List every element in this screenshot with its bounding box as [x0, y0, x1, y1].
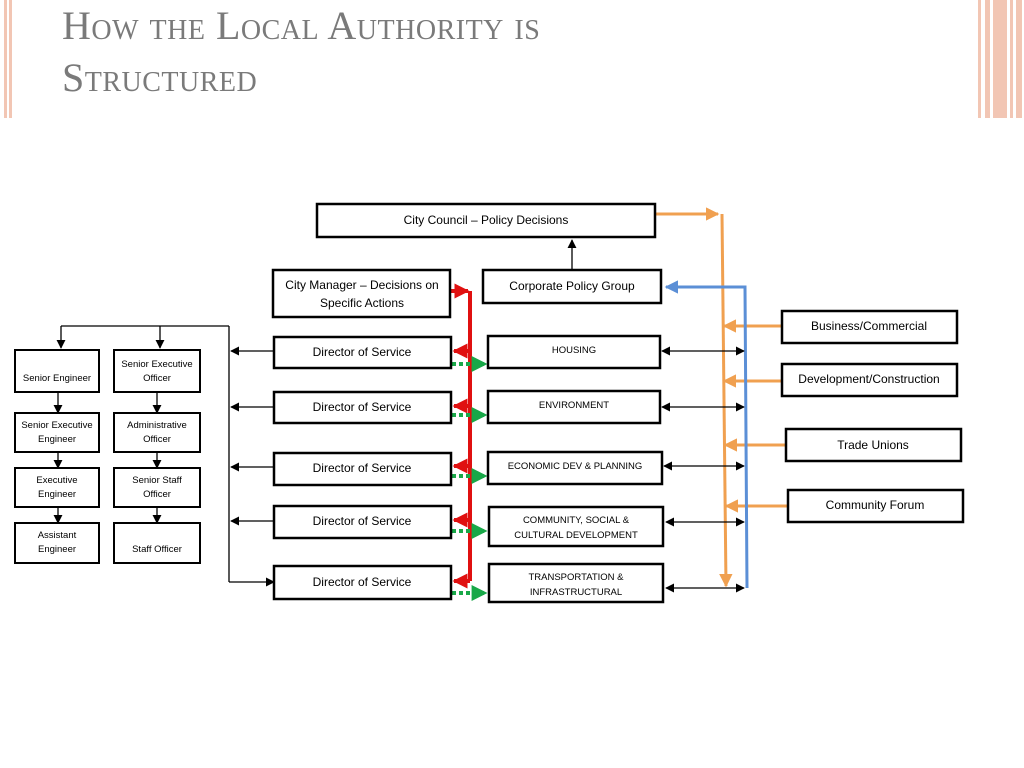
- spc-box-housing: HOUSING: [486, 334, 662, 370]
- spc-label: COMMUNITY, SOCIAL &: [523, 515, 630, 526]
- director-of-service-label: Director of Service: [313, 345, 412, 359]
- staff-label: Senior Staff: [132, 475, 182, 486]
- corporate-policy-group-box: Corporate Policy Group: [481, 268, 663, 305]
- spc-label: INFRASTRUCTURAL: [530, 587, 622, 598]
- stakeholder-box: Trade Unions: [784, 427, 963, 463]
- slide-title: How the Local Authority is Structured: [62, 0, 540, 104]
- header-stripe-right: [1016, 0, 1022, 118]
- stakeholder-label: Trade Unions: [837, 438, 909, 452]
- corporate-policy-group-label: Corporate Policy Group: [509, 279, 635, 293]
- director-of-service-label: Director of Service: [313, 575, 412, 589]
- staff-label: Senior Engineer: [23, 373, 91, 384]
- spc-box-economic-dev: ECONOMIC DEV & PLANNING: [486, 450, 664, 486]
- director-of-service-box: Director of Service: [272, 564, 453, 601]
- city-manager-label: Specific Actions: [320, 296, 404, 310]
- policy-group-link: [664, 280, 749, 589]
- stakeholder-box: Development/Construction: [780, 362, 959, 398]
- staff-box-assistant-engineer: Assistant Engineer: [14, 522, 100, 564]
- header-stripe-left: [4, 0, 7, 118]
- structure-connectors: [53, 239, 745, 593]
- city-manager-label: City Manager – Decisions on: [285, 278, 438, 292]
- director-of-service-box: Director of Service: [272, 504, 453, 540]
- staff-box-senior-staff-officer: Senior Staff Officer: [113, 467, 201, 508]
- staff-label: Staff Officer: [132, 544, 182, 555]
- header-stripe-right: [985, 0, 990, 118]
- city-council-label: City Council – Policy Decisions: [404, 213, 569, 227]
- staff-box-senior-executive-officer: Senior Executive Officer: [113, 349, 201, 393]
- staff-label: Administrative: [127, 420, 187, 431]
- staff-box-administrative-officer: Administrative Officer: [113, 412, 201, 453]
- staff-label: Assistant: [38, 530, 77, 541]
- staff-box-executive-engineer: Executive Engineer: [14, 467, 100, 508]
- stakeholder-box: Community Forum: [786, 488, 965, 524]
- staff-box-staff-officer: Staff Officer: [113, 522, 201, 564]
- staff-label: Engineer: [38, 434, 76, 445]
- stakeholder-box: Business/Commercial: [780, 309, 959, 345]
- director-of-service-label: Director of Service: [313, 400, 412, 414]
- staff-label: Executive: [36, 475, 77, 486]
- spc-label: HOUSING: [552, 345, 596, 356]
- director-of-service-box: Director of Service: [272, 390, 453, 425]
- blue-arrow: [664, 280, 749, 589]
- staff-box-senior-engineer: Senior Engineer: [14, 349, 100, 393]
- spc-box-environment: ENVIRONMENT: [486, 389, 662, 425]
- spc-label: CULTURAL DEVELOPMENT: [514, 530, 638, 541]
- stakeholder-label: Business/Commercial: [811, 319, 927, 333]
- orange-trunk-line: [719, 213, 733, 588]
- spc-box-community: COMMUNITY, SOCIAL & CULTURAL DEVELOPMENT: [487, 505, 665, 548]
- director-of-service-box: Director of Service: [272, 451, 453, 487]
- manager-director-links: [450, 283, 472, 589]
- staff-box-senior-executive-engineer: Senior Executive Engineer: [14, 412, 100, 453]
- staff-label: Senior Executive: [21, 420, 92, 431]
- director-of-service-box: Director of Service: [272, 335, 453, 370]
- director-of-service-label: Director of Service: [313, 461, 412, 475]
- spc-box-transportation: TRANSPORTATION & INFRASTRUCTURAL: [487, 562, 665, 604]
- header-stripe-right: [978, 0, 981, 118]
- staff-label: Senior Executive: [121, 359, 192, 370]
- slide-title-line: Structured: [62, 55, 258, 100]
- director-of-service-label: Director of Service: [313, 514, 412, 528]
- spc-label: TRANSPORTATION &: [528, 572, 624, 583]
- stakeholder-label: Community Forum: [826, 498, 925, 512]
- city-manager-box: City Manager – Decisions on Specific Act…: [271, 268, 452, 319]
- staff-label: Officer: [143, 434, 171, 445]
- staff-label: Officer: [143, 373, 171, 384]
- spc-label: ECONOMIC DEV & PLANNING: [508, 461, 643, 472]
- staff-label: Officer: [143, 489, 171, 500]
- staff-label: Engineer: [38, 489, 76, 500]
- staff-label: Engineer: [38, 544, 76, 555]
- header-stripe-left: [9, 0, 12, 118]
- slide-title-line: How the Local Authority is: [62, 3, 541, 48]
- header-stripe-right: [993, 0, 1007, 118]
- director-spc-links: [452, 356, 488, 601]
- council-stakeholder-links: [655, 207, 787, 588]
- spc-label: ENVIRONMENT: [539, 400, 609, 411]
- stakeholder-label: Development/Construction: [798, 372, 939, 386]
- header-stripe-right: [1010, 0, 1013, 118]
- city-council-box: City Council – Policy Decisions: [315, 202, 657, 239]
